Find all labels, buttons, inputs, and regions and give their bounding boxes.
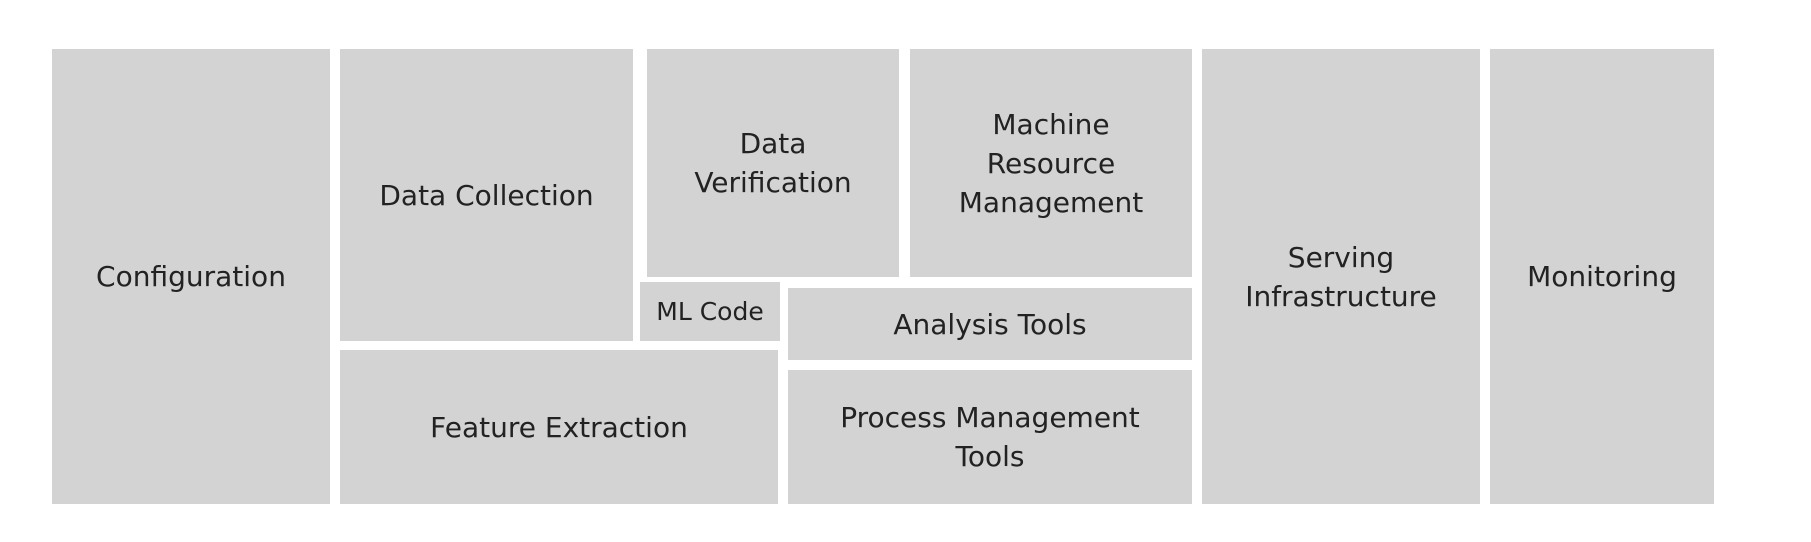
analysis-tools-box: Analysis Tools (788, 288, 1192, 360)
feature-extraction-label: Feature Extraction (430, 410, 688, 444)
ml-code-label: ML Code (656, 296, 764, 326)
ml-code-box: ML Code (640, 282, 780, 341)
data-verification-label: Data Verification (694, 127, 852, 199)
machine-resource-management-label: Machine Resource Management (958, 107, 1144, 219)
feature-extraction-box: Feature Extraction (340, 350, 778, 504)
data-verification-box: Data Verification (647, 49, 899, 277)
process-management-tools-label: Process Management Tools (840, 401, 1140, 473)
serving-infrastructure-label: Serving Infrastructure (1245, 240, 1437, 313)
data-collection-label: Data Collection (379, 178, 594, 212)
monitoring-box: Monitoring (1490, 49, 1714, 504)
analysis-tools-label: Analysis Tools (893, 307, 1087, 341)
machine-resource-management-box: Machine Resource Management (910, 49, 1192, 277)
serving-infrastructure-box: Serving Infrastructure (1202, 49, 1480, 504)
data-collection-box: Data Collection (340, 49, 633, 341)
configuration-box: Configuration (52, 49, 330, 504)
process-management-tools-box: Process Management Tools (788, 370, 1192, 504)
monitoring-label: Monitoring (1527, 260, 1677, 293)
configuration-label: Configuration (96, 260, 286, 293)
